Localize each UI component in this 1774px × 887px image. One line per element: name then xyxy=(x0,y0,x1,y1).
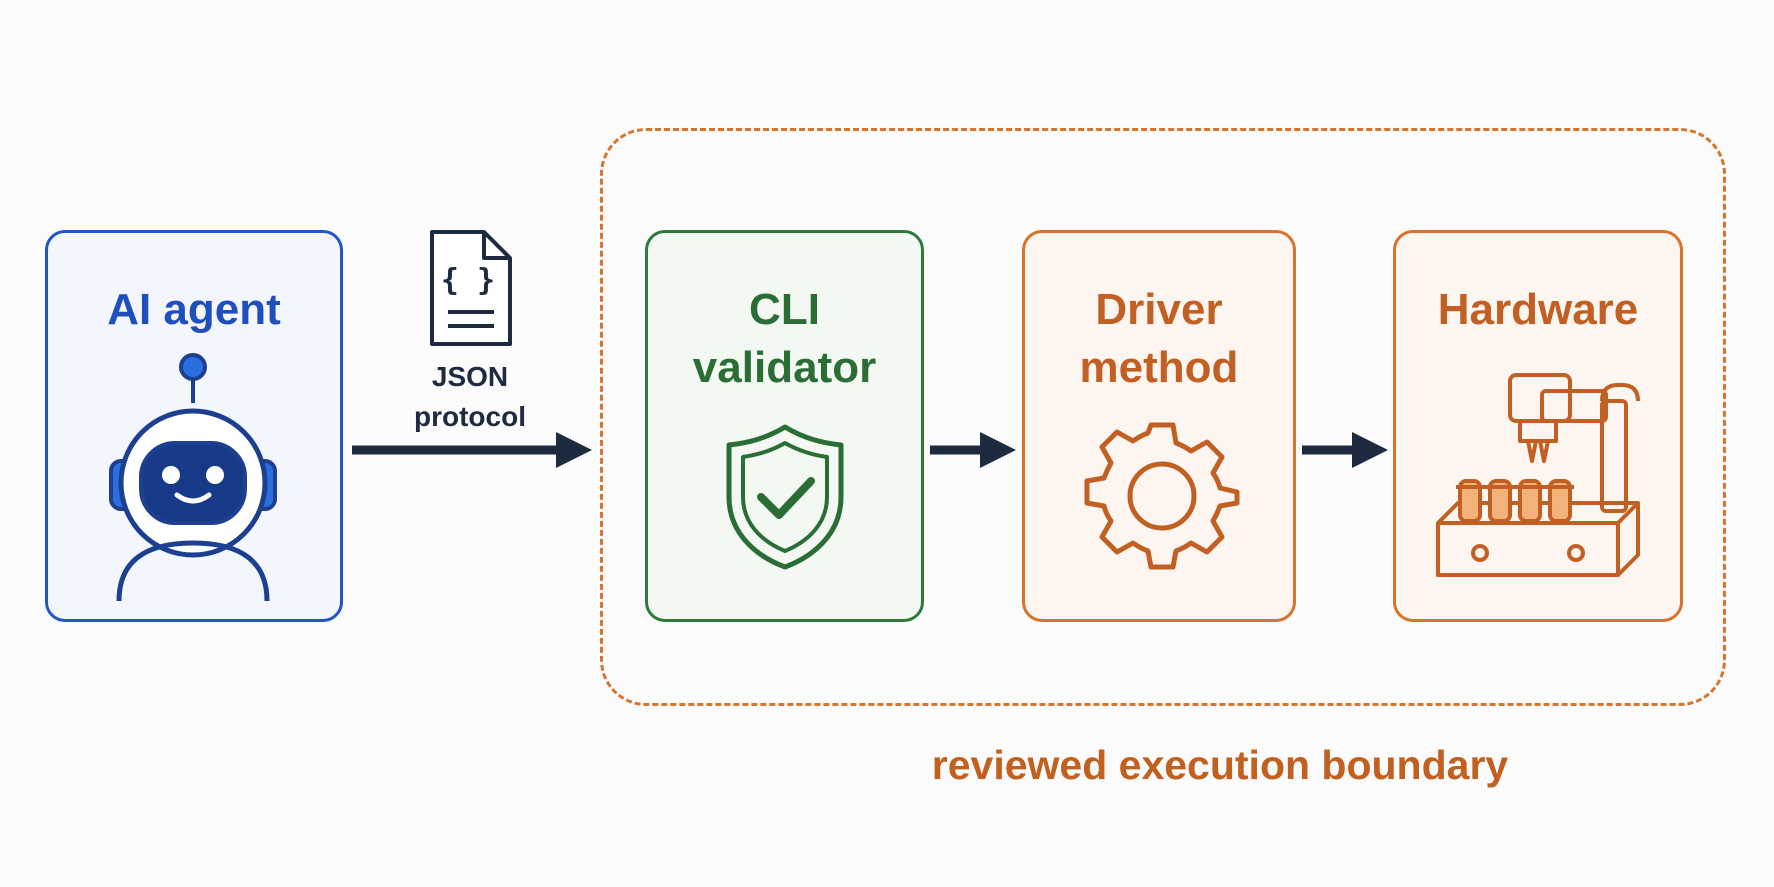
driver-method-title: Driver method xyxy=(1025,281,1293,397)
json-label-line2: protocol xyxy=(414,401,526,432)
ai-agent-node: AI agent xyxy=(45,230,343,622)
lab-robot-icon xyxy=(1436,373,1640,577)
arrow-cli-to-driver xyxy=(930,432,1016,468)
boundary-label: reviewed execution boundary xyxy=(931,742,1509,788)
cli-validator-node: CLI validator xyxy=(645,230,924,622)
gear-icon xyxy=(1084,422,1240,570)
json-label-line1: JSON xyxy=(431,361,509,392)
cli-title-line1: CLI xyxy=(749,285,820,334)
json-document-icon: { } xyxy=(430,230,512,346)
cli-validator-title: CLI validator xyxy=(648,281,921,397)
ai-agent-title: AI agent xyxy=(107,285,281,334)
driver-method-node: Driver method xyxy=(1022,230,1296,622)
shield-check-icon xyxy=(726,424,844,570)
json-braces: { } xyxy=(441,263,495,298)
robot-icon xyxy=(109,353,277,602)
arrow-driver-to-hardware xyxy=(1302,432,1388,468)
cli-title-line2: validator xyxy=(692,343,877,392)
execution-boundary xyxy=(600,128,1726,706)
driver-title-line2: method xyxy=(1079,343,1239,392)
hardware-title: Hardware xyxy=(1437,285,1639,334)
arrow-agent-to-cli xyxy=(352,432,592,468)
hardware-node: Hardware xyxy=(1393,230,1683,622)
driver-title-line1: Driver xyxy=(1095,285,1223,334)
json-protocol-label: JSON protocol xyxy=(395,357,545,437)
